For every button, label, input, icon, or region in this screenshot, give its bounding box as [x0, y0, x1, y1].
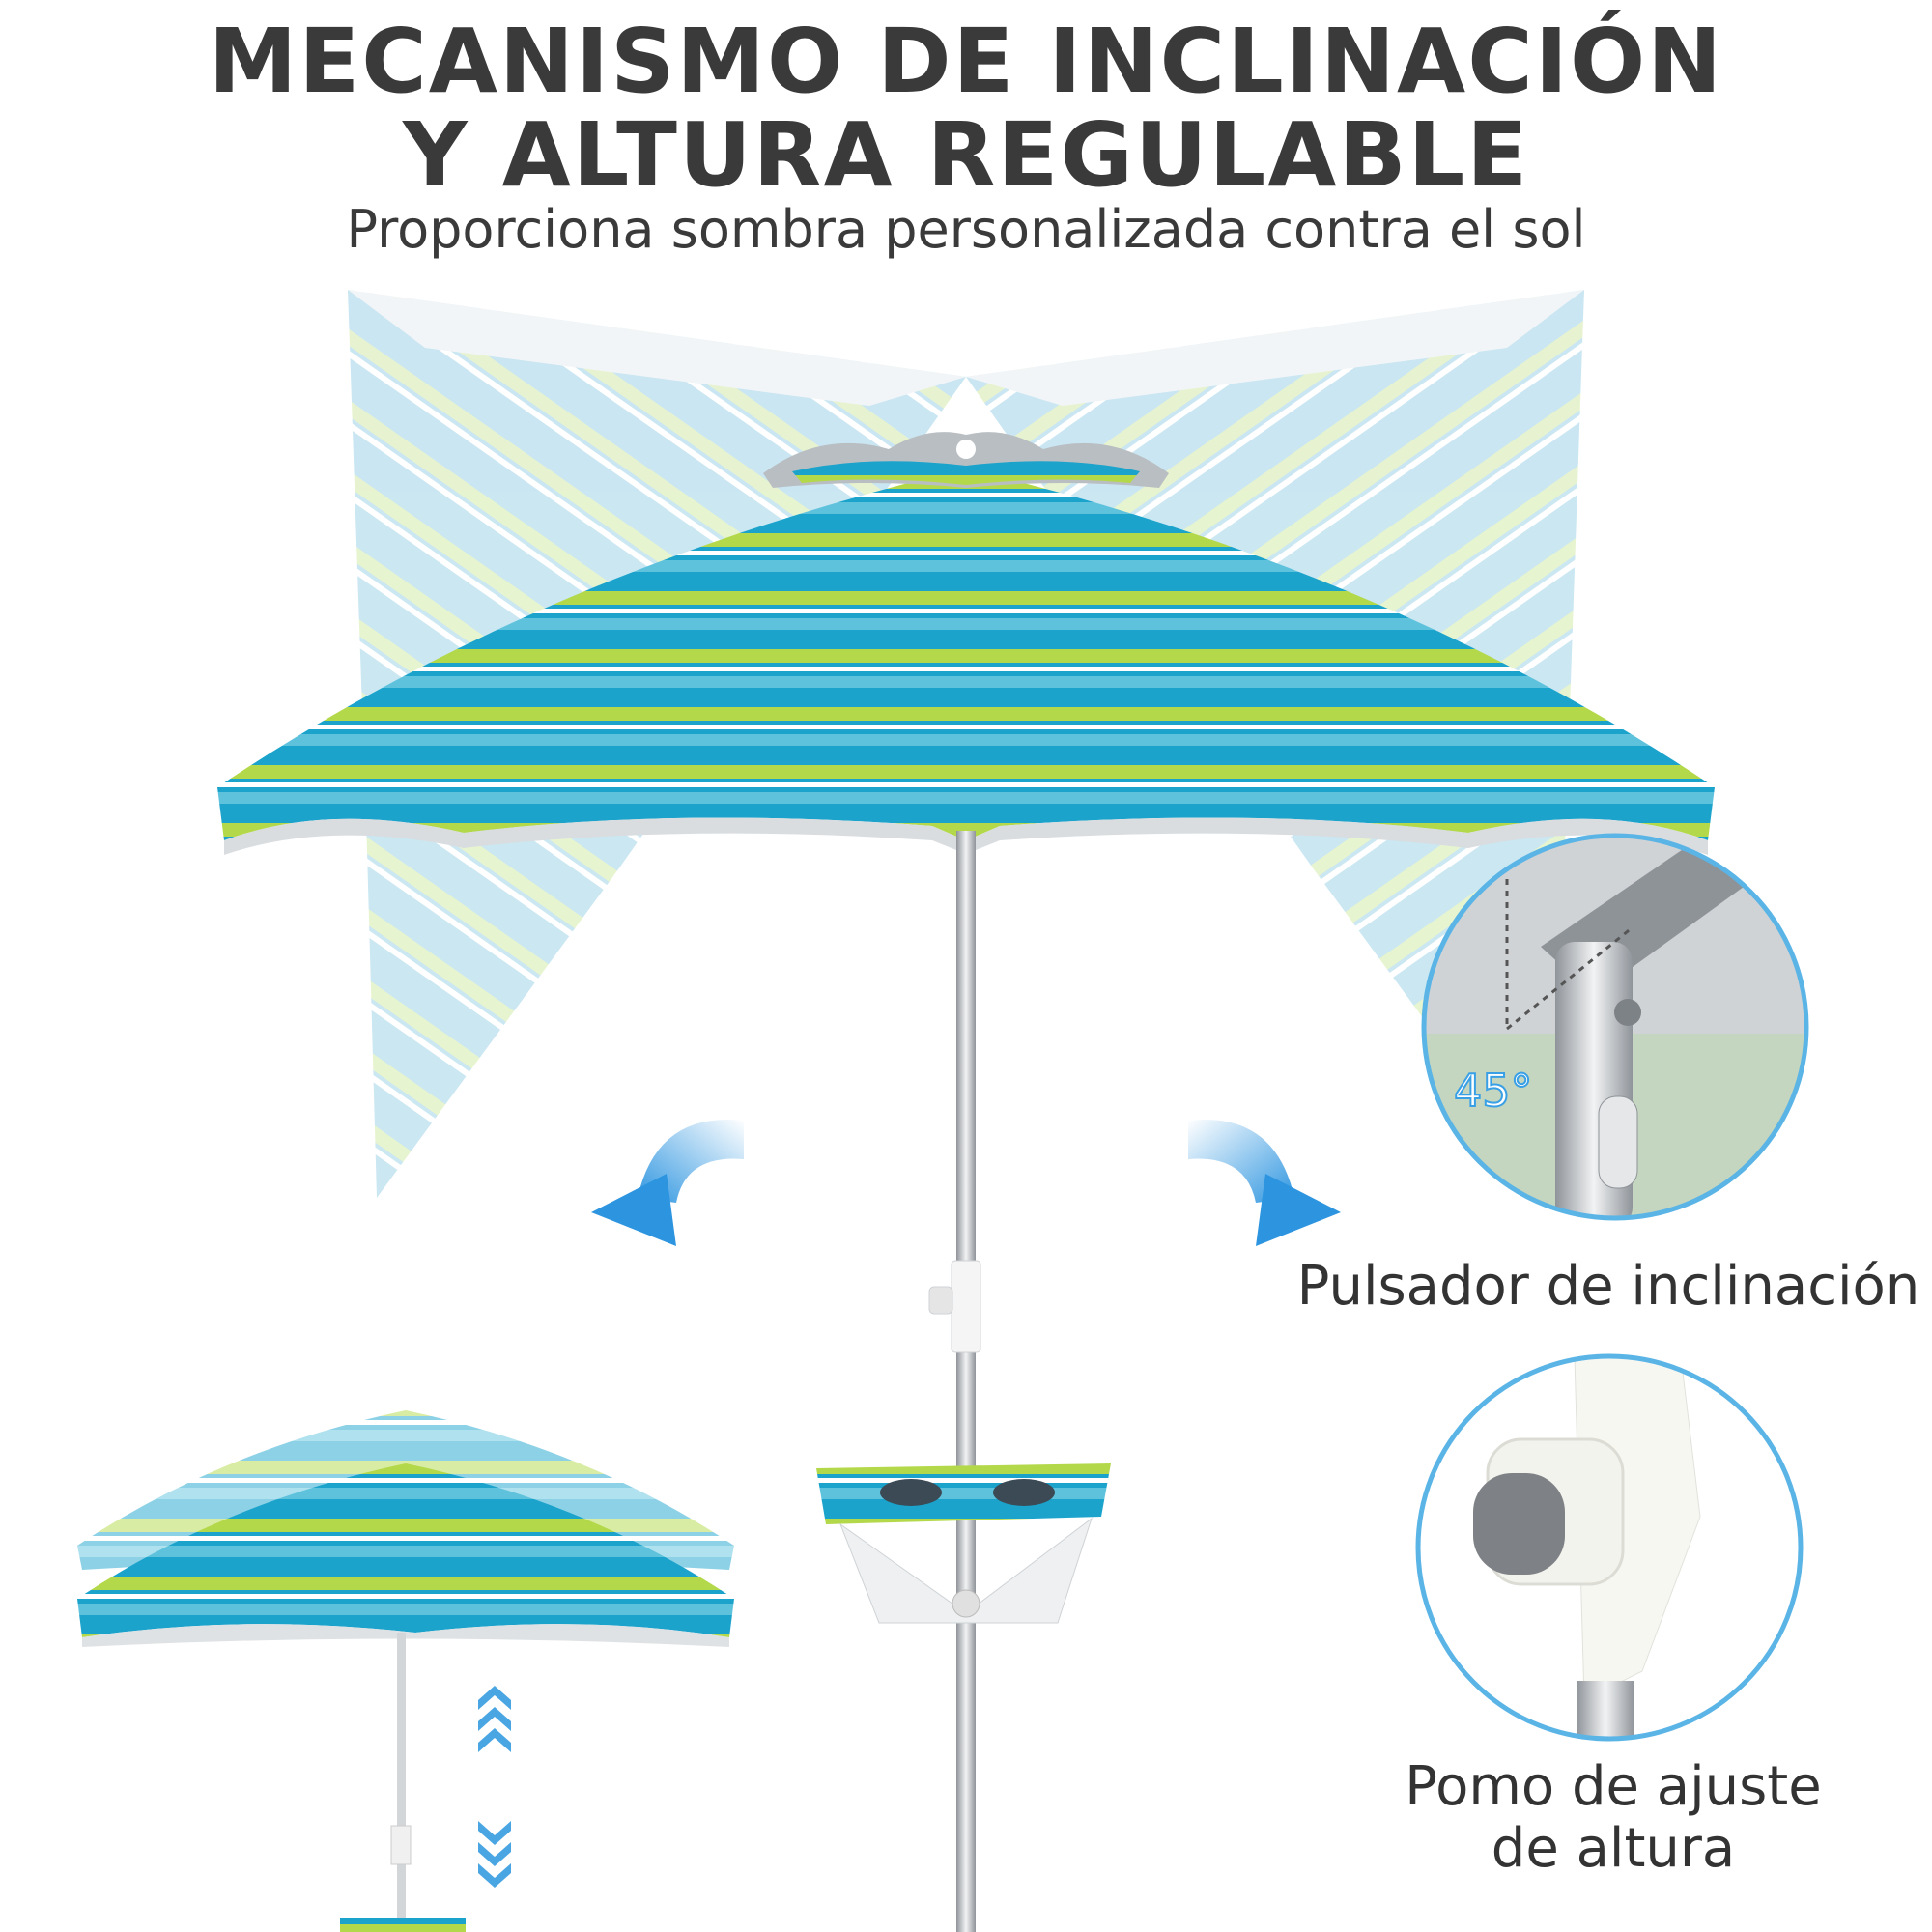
- tilt-arrow-right-icon: [1188, 1120, 1341, 1246]
- height-knob-caption: Pomo de ajuste de altura: [1381, 1755, 1845, 1881]
- tilt-arrow-left-icon: [591, 1120, 744, 1246]
- height-knob-detail: [1415, 1353, 1804, 1742]
- double-chevron-up-icon: [478, 1686, 511, 1752]
- height-knob-caption-line-1: Pomo de ajuste: [1405, 1755, 1822, 1818]
- page-subtitle: Proporciona sombra personalizada contra …: [346, 199, 1586, 260]
- side-table: [816, 1463, 1111, 1624]
- double-chevron-down-icon: [478, 1821, 511, 1888]
- main-canopy: [217, 432, 1715, 855]
- tilt-button-caption: Pulsador de inclinación: [1296, 1255, 1920, 1318]
- tilt-button-detail: [1421, 833, 1809, 1221]
- umbrella-pole: [928, 831, 981, 1932]
- page-title-line-2: Y ALTURA REGULABLE: [402, 103, 1530, 207]
- tilt-angle-label: 45°: [1454, 1065, 1533, 1117]
- height-knob-caption-line-2: de altura: [1491, 1817, 1736, 1881]
- height-adjust-illustration: [77, 1410, 734, 1932]
- page-title-line-1: MECANISMO DE INCLINACIÓN: [208, 10, 1724, 113]
